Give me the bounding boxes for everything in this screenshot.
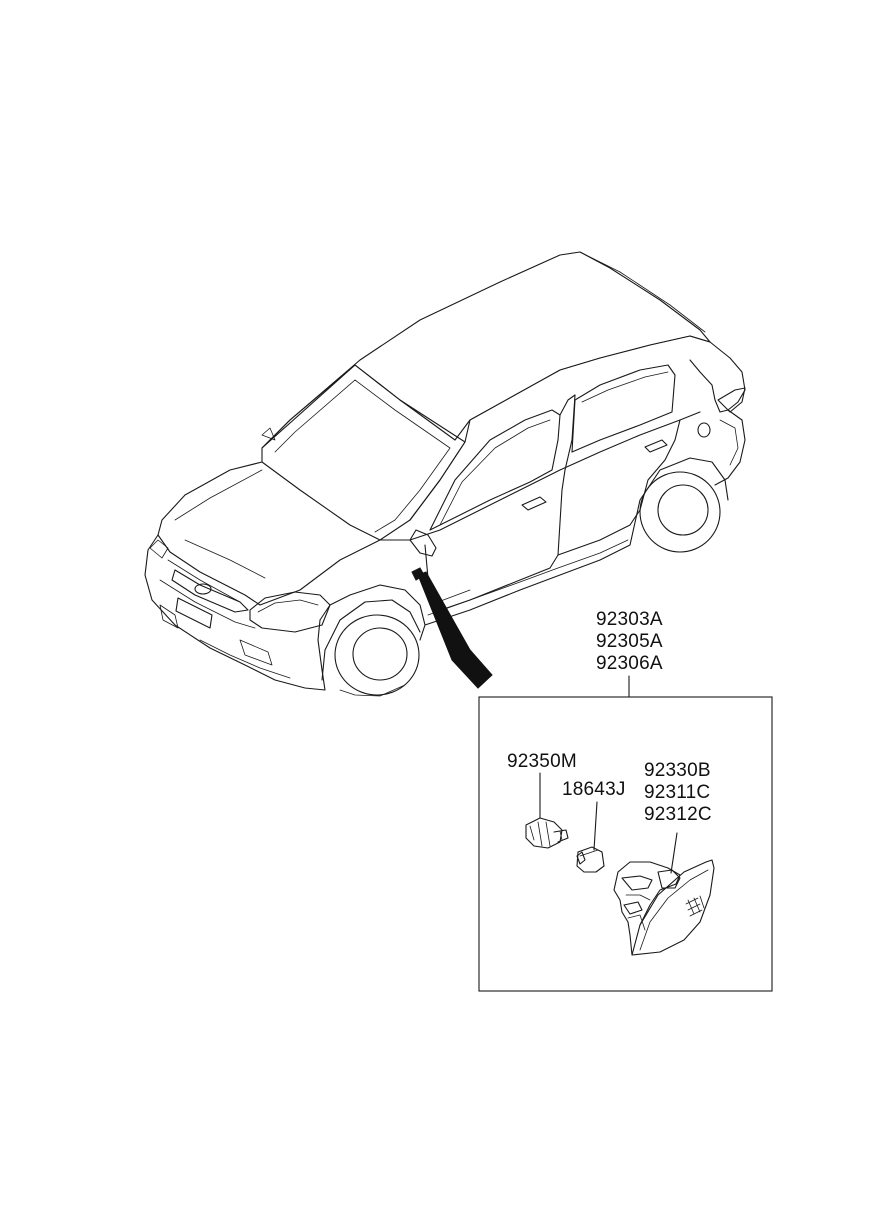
- car-front-hubcap: [352, 627, 408, 681]
- car-rear-bumper: [714, 409, 746, 486]
- car-front-bumper: [144, 534, 326, 691]
- lamp-assembly-drawing: [613, 859, 715, 956]
- car-belt-line: [379, 411, 701, 541]
- car-grille: [171, 569, 249, 613]
- car-tail-light: [717, 387, 746, 413]
- car-front-door-window: [429, 409, 561, 531]
- car-rocker-panel: [424, 544, 631, 626]
- car-fuel-cap: [697, 422, 711, 438]
- car-illustration: [144, 251, 746, 697]
- car-front-wheel: [334, 614, 420, 696]
- car-side-mirror: [409, 529, 437, 557]
- lamp-leader-line: [670, 832, 678, 874]
- car-front-fender: [319, 584, 426, 641]
- bulb-socket-label: 92350M: [507, 751, 577, 772]
- car-front-wheel-arch: [321, 599, 421, 681]
- lamp-assembly-labels: 92330B 92311C 92312C: [644, 760, 712, 826]
- car-front-door-handle: [521, 496, 547, 511]
- car-a-pillar: [409, 419, 471, 521]
- part-number-label: 92330B: [644, 760, 711, 781]
- callout-box: [478, 696, 773, 992]
- part-number-label: 92312C: [644, 804, 712, 825]
- bulb-socket-drawing: [525, 817, 569, 849]
- part-number-label: 92303A: [596, 609, 663, 630]
- car-rear-hubcap: [657, 484, 709, 536]
- part-number-label: 92305A: [596, 631, 663, 652]
- car-rear-wheel: [639, 471, 721, 553]
- bulb-drawing: [576, 846, 605, 873]
- bulb-leader-line: [593, 801, 598, 851]
- car-license-plate: [175, 597, 213, 629]
- car-headlight: [249, 591, 331, 633]
- pointer-arrow: [417, 571, 493, 689]
- car-rear-door-handle: [644, 439, 668, 453]
- car-rear-door-window: [571, 364, 676, 453]
- bulb-label: 18643J: [562, 779, 626, 800]
- car-hood: [157, 461, 381, 606]
- callout-group-labels: 92303A 92305A 92306A: [596, 609, 663, 675]
- car-windshield: [261, 364, 466, 541]
- part-number-label: 92311C: [644, 782, 711, 803]
- car-rear-hatch: [689, 335, 746, 413]
- car-logo: [194, 583, 212, 595]
- car-roof: [261, 251, 711, 449]
- part-number-label: 92306A: [596, 653, 663, 674]
